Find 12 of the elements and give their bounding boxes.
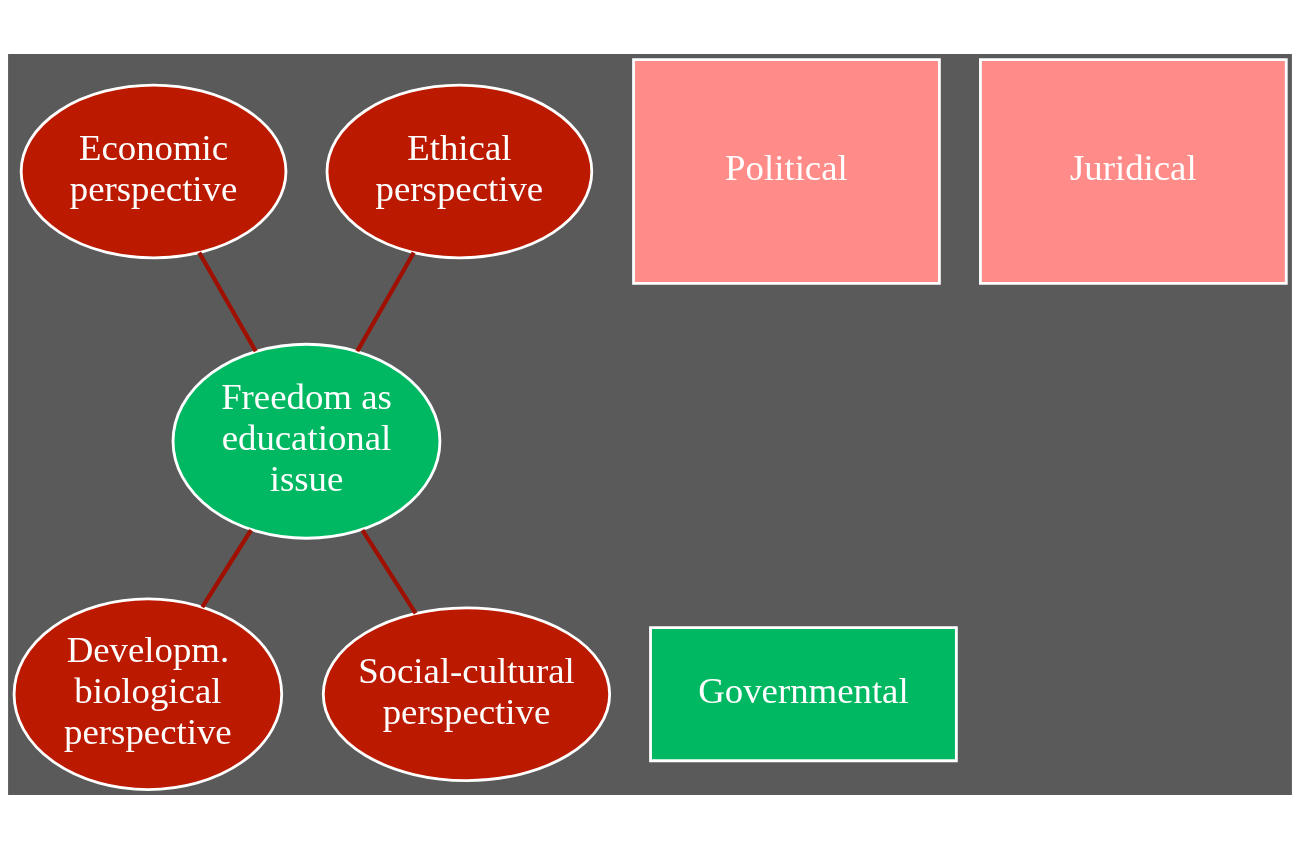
node-ellipse: Ethical perspective xyxy=(325,83,594,259)
node-ellipse: Economic perspective xyxy=(19,83,288,259)
connector xyxy=(200,528,253,608)
node-ellipse: Developm. biological perspective xyxy=(12,596,284,791)
node-ellipse: Social-cultural perspective xyxy=(321,605,612,782)
node-box: Juridical xyxy=(979,57,1288,285)
connector xyxy=(197,251,258,352)
node-box: Political xyxy=(632,57,941,285)
node-ellipse: Freedom as educational issue xyxy=(171,342,442,540)
connector xyxy=(360,528,418,614)
node-box: Governmental xyxy=(649,625,958,762)
connector xyxy=(355,251,416,352)
